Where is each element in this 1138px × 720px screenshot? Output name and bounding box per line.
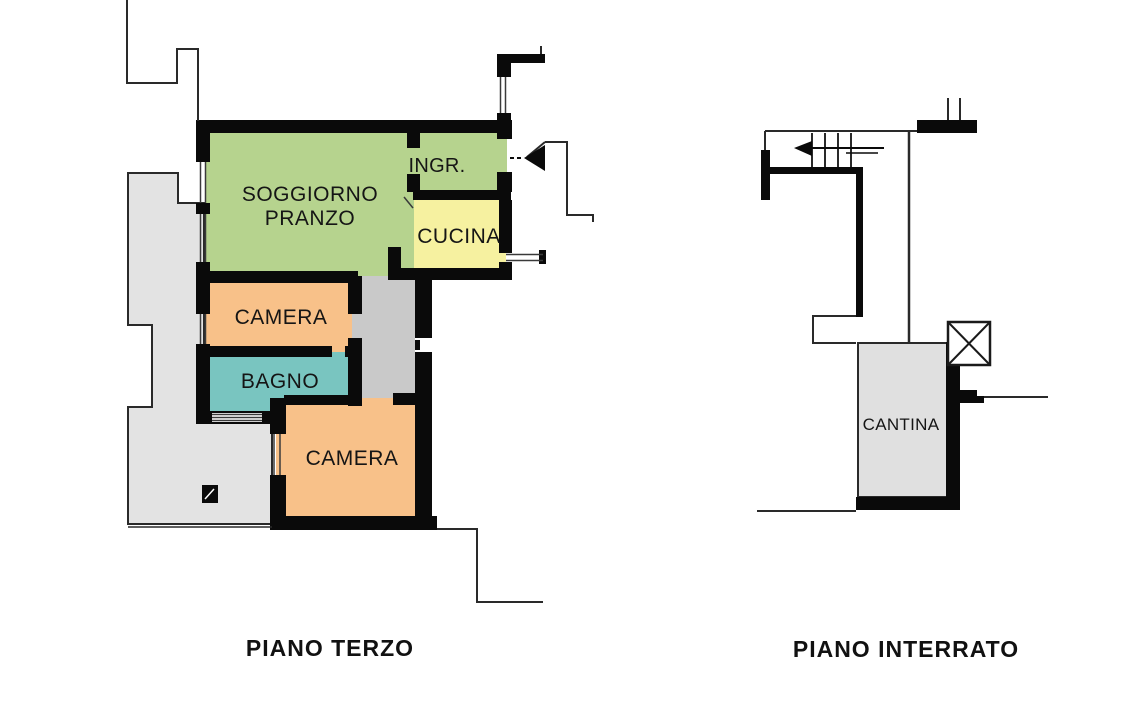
room-disimpegno <box>352 276 424 402</box>
room-ingresso <box>412 128 507 196</box>
entrance-arrow-icon <box>510 145 545 171</box>
piano-terzo-rooms <box>127 128 507 525</box>
staircase <box>761 130 918 200</box>
room-camera-2 <box>276 398 424 522</box>
room-soggiorno-pranzo <box>205 128 415 278</box>
piano-interrato-labels: CANTINA PIANO INTERRATO <box>793 415 1019 662</box>
label-ingresso: INGR. <box>408 155 465 177</box>
room-bagno <box>205 352 352 420</box>
label-cucina: CUCINA <box>417 225 501 248</box>
piano-terzo-outlines <box>126 0 594 603</box>
caption-piano-terzo: PIANO TERZO <box>246 635 414 661</box>
label-cantina: CANTINA <box>863 415 940 434</box>
room-camera-1 <box>205 276 352 354</box>
caption-piano-interrato: PIANO INTERRATO <box>793 636 1019 662</box>
label-soggiorno-line2: PRANZO <box>265 207 356 230</box>
stair-direction-arrow-icon <box>794 141 884 156</box>
piano-interrato-plan: CANTINA PIANO INTERRATO <box>757 98 1048 662</box>
piano-terzo-plan: SOGGIORNO PRANZO INGR. CUCINA CAMERA BAG… <box>126 0 594 661</box>
piano-terzo-windows <box>199 77 543 475</box>
elevator-shaft-icon <box>946 320 992 367</box>
label-bagno: BAGNO <box>241 370 319 393</box>
room-cantina <box>857 342 949 498</box>
piano-terzo-walls <box>196 54 546 530</box>
room-cucina <box>414 196 506 276</box>
label-camera-2: CAMERA <box>306 447 399 470</box>
label-camera-1: CAMERA <box>235 306 328 329</box>
piano-terzo-labels: SOGGIORNO PRANZO INGR. CUCINA CAMERA BAG… <box>235 155 501 661</box>
label-soggiorno-line1: SOGGIORNO <box>242 183 378 206</box>
pillar <box>202 485 218 503</box>
piano-interrato-walls <box>757 98 1048 512</box>
